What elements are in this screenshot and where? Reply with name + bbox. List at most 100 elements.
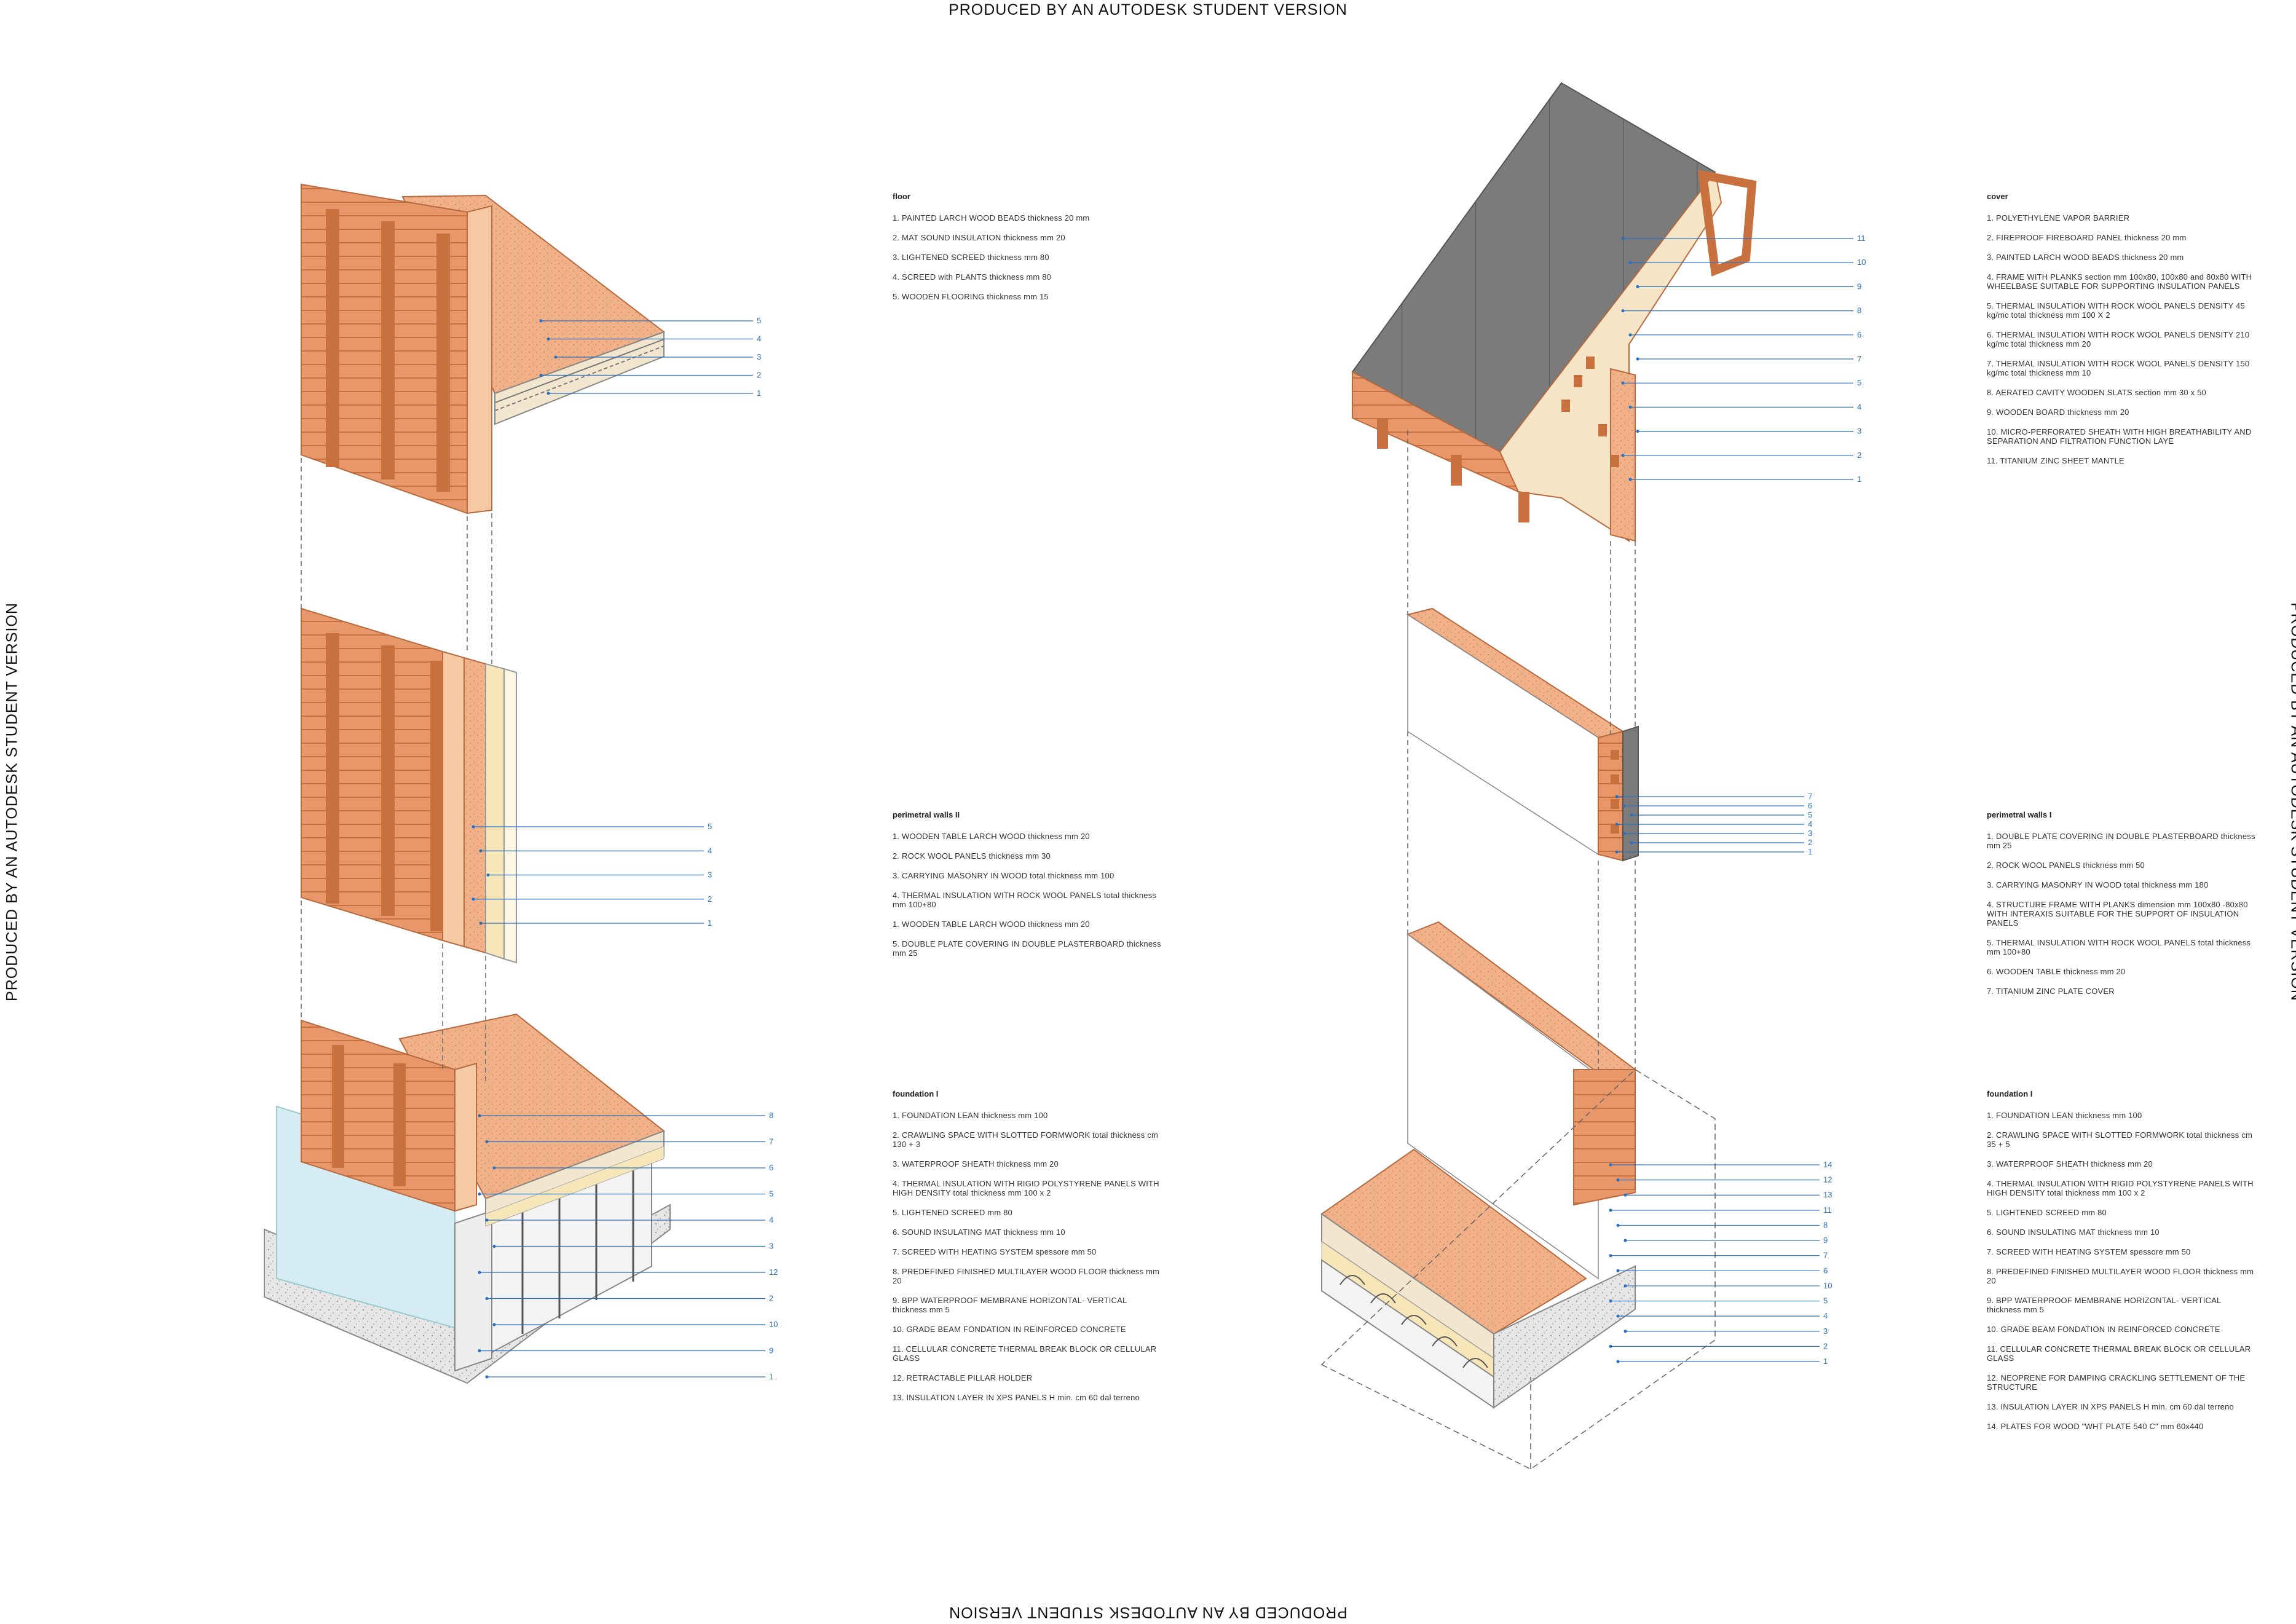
callout-number: 5 [757,316,761,325]
foundation-right-detail [1320,921,1716,1470]
callout-number: 7 [1857,354,1861,363]
callout-dot [1628,261,1632,264]
callout-dot [554,355,558,359]
walls2-layer-c [485,663,505,960]
callout-dot [485,1375,489,1379]
spec-item: 1. WOODEN TABLE LARCH WOOD thickness mm … [893,920,1090,929]
spec-item: 6. SOUND INSULATING MAT thickness mm 10 [893,1228,1065,1237]
callout-dot [478,1114,481,1117]
callout-number: 4 [769,1215,773,1224]
spec-item: 3. CARRYING MASONRY IN WOOD total thickn… [893,871,1114,880]
callout-dot [1621,237,1625,240]
callout-dot [1622,804,1626,808]
spec-item: 7. TITANIUM ZINC PLATE COVER [1987,987,2115,996]
callout-dot [1623,1193,1627,1197]
spec-item: 5. THERMAL INSULATION WITH ROCK WOOL PAN… [1987,301,2245,320]
callout-dot [479,849,483,853]
spec-item: 3. CARRYING MASONRY IN WOOD total thickn… [1987,880,2209,889]
spec-foundation-right-title: foundation I [1987,1089,2033,1098]
callout-dot [1628,333,1632,337]
callout-number: 4 [757,334,761,344]
callout-dot [1623,1239,1627,1242]
callout-dot [478,1192,481,1196]
spec-item: 10. GRADE BEAM FONDATION IN REINFORCED C… [893,1325,1126,1334]
cover-detail [1351,82,1757,542]
callout-number: 4 [1823,1311,1828,1320]
spec-item: 4. FRAME WITH PLANKS section mm 100x80, … [1987,272,2252,291]
spec-item: 7. SCREED WITH HEATING SYSTEM spessore m… [893,1247,1097,1256]
callout-dot [471,897,475,901]
floor-wall-edge [467,205,492,514]
spec-item: 5. WOODEN FLOORING thickness mm 15 [893,292,1049,301]
callout-number: 8 [1823,1220,1828,1229]
callout-number: 5 [1808,810,1812,819]
callout-number: 3 [757,352,761,361]
callout-number: 3 [708,870,712,880]
callout-dot [479,921,483,925]
foundation-right-wall-face [1407,933,1599,1280]
callout-dot [485,1297,489,1300]
callout-dot [1616,1314,1620,1318]
callout-number: 14 [1823,1160,1832,1169]
callout-dot [1622,832,1626,835]
callout-dot [1616,1178,1620,1182]
spec-item: 1. DOUBLE PLATE COVERING IN DOUBLE PLAST… [1987,832,2255,850]
callout-number: 3 [1857,427,1861,436]
spec-item: 8. AERATED CAVITY WOODEN SLATS section m… [1987,388,2207,397]
callout-number: 1 [769,1372,773,1381]
spec-item: 14. PLATES FOR WOOD "WHT PLATE 540 C" mm… [1987,1422,2204,1431]
walls2-layer-b [464,656,486,954]
callout-dot [1609,1163,1612,1167]
callout-number: 12 [1823,1175,1832,1184]
callout-dot [471,825,475,829]
callout-dot [486,873,490,877]
callout-number: 7 [1808,792,1812,801]
callout-dot [1616,1223,1620,1227]
spec-walls2-list: 1. WOODEN TABLE LARCH WOOD thickness mm … [893,832,1163,958]
spec-item: 4. THERMAL INSULATION WITH RIGID POLYSTY… [893,1179,1159,1197]
callout-dot [1621,309,1625,313]
walls1-detail [1406,607,1639,862]
spec-item: 9. BPP WATERPROOF MEMBRANE HORIZONTAL- V… [1987,1296,2221,1314]
spec-item: 3. WATERPROOF SHEATH thickness mm 20 [893,1159,1059,1169]
callout-number: 3 [1823,1326,1828,1336]
callout-dot [485,1140,489,1143]
callout-number: 5 [1857,378,1861,387]
callout-number: 6 [1857,330,1861,339]
callout-dot [1609,1208,1612,1212]
foundation-right-beam [1493,1265,1636,1409]
callout-number: 2 [708,894,712,904]
callout-dot [1636,430,1639,433]
callout-dot [478,1349,481,1352]
callout-number: 6 [769,1163,773,1172]
callout-dot [1609,1254,1612,1258]
callout-dot [492,1245,496,1248]
callout-dot [1615,850,1619,854]
spec-item: 2. ROCK WOOL PANELS thickness mm 30 [893,851,1051,861]
spec-item: 12. NEOPRENE FOR DAMPING CRACKLING SETTL… [1987,1373,2246,1392]
spec-item: 5. DOUBLE PLATE COVERING IN DOUBLE PLAST… [893,939,1161,958]
watermark-top: PRODUCED BY AN AUTODESK STUDENT VERSION [949,1,1347,18]
callout-dot [539,374,543,377]
foundation-right-wall-section [1573,1069,1636,1206]
callout-dot [485,1218,489,1222]
spec-cover-title: cover [1987,192,2008,201]
callout-number: 10 [1857,258,1866,267]
spec-item: 1. WOODEN TABLE LARCH WOOD thickness mm … [893,832,1090,841]
callout-number: 2 [1857,451,1861,460]
right-connector-lines [1407,430,1636,1070]
callout-dot [546,392,550,395]
spec-item: 3. PAINTED LARCH WOOD BEADS thickness 20… [1987,253,2184,262]
spec-item: 4. THERMAL INSULATION WITH RIGID POLYSTY… [1987,1179,2254,1197]
callout-dot [1621,454,1625,457]
spec-foundation-right: foundation I 1. FOUNDATION LEAN thicknes… [1987,1089,2257,1441]
callout-number: 5 [1823,1296,1828,1306]
callout-dot [539,319,543,323]
callout-number: 1 [1823,1357,1828,1366]
callout-number: 10 [769,1320,778,1329]
callout-number: 5 [769,1189,773,1199]
callout-dot [1630,813,1633,817]
